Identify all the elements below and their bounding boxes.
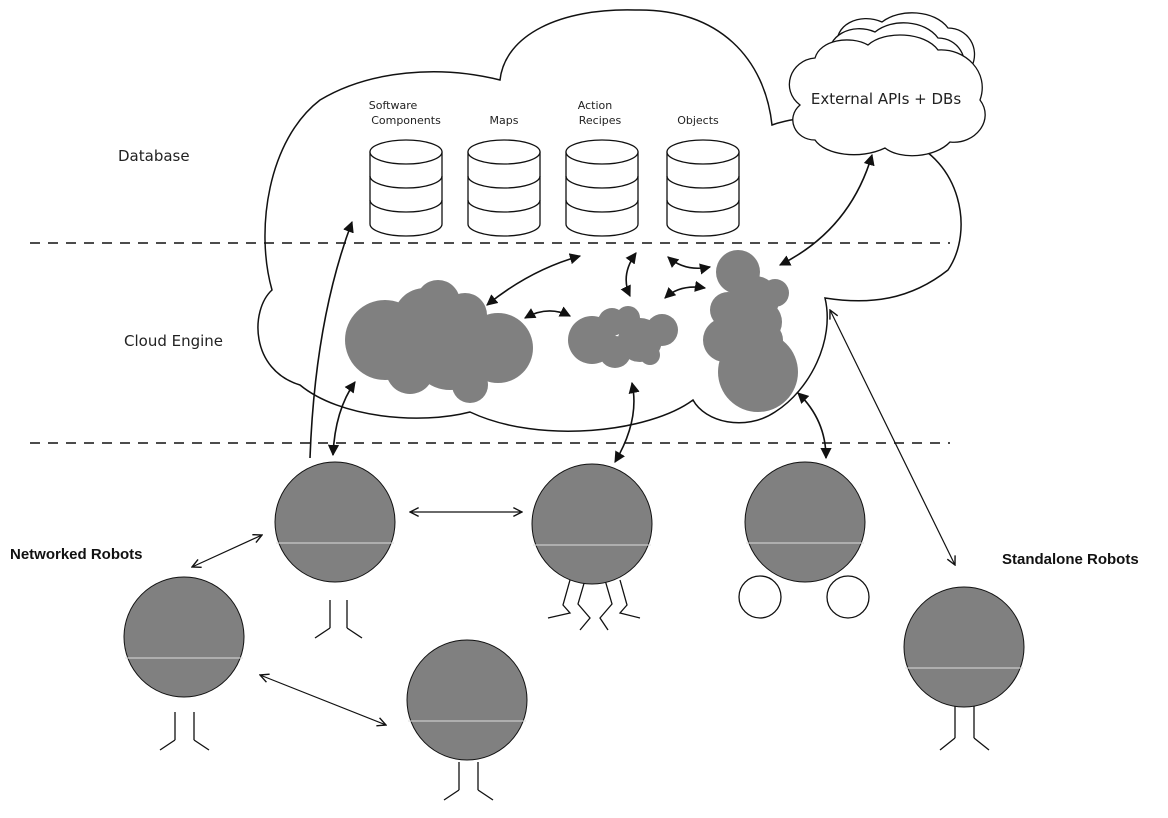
arrow-robot-engine bbox=[614, 381, 640, 463]
cloud-engine-layer-label: Cloud Engine bbox=[124, 332, 223, 350]
networked-robots-label: Networked Robots bbox=[10, 546, 143, 563]
arrow-engine-engine bbox=[667, 256, 712, 275]
engine-blob-large bbox=[345, 280, 533, 403]
db-label-line1: Maps bbox=[490, 114, 519, 127]
db-label-line2: Recipes bbox=[579, 114, 622, 127]
robot-networked-1 bbox=[274, 461, 396, 639]
arrow-engine-db bbox=[620, 252, 637, 298]
database-cylinder-icon bbox=[666, 139, 740, 237]
database-layer-label: Database bbox=[118, 147, 190, 165]
arrow-standalone-cloud bbox=[830, 310, 955, 565]
database-cylinder-icon bbox=[369, 139, 443, 237]
arrow-engine-external bbox=[778, 153, 875, 266]
db-labels: Software Components Maps Action Recipes … bbox=[369, 99, 719, 127]
arrow-robot-robot bbox=[260, 675, 386, 725]
robot-standalone bbox=[903, 586, 1025, 751]
database-cylinder-icon bbox=[467, 139, 541, 237]
arrow-robot-engine bbox=[797, 392, 832, 460]
standalone-robots-label: Standalone Robots bbox=[1002, 551, 1139, 568]
database-icons bbox=[369, 139, 740, 237]
arrow-robot-db bbox=[309, 220, 354, 459]
arrow-robot-engine bbox=[327, 381, 356, 457]
robot-wheeled bbox=[738, 461, 870, 619]
database-cylinder-icon bbox=[565, 139, 639, 237]
engine-blob-tall bbox=[703, 250, 798, 412]
engine-blob-medium bbox=[568, 306, 678, 368]
arrow-engine-engine bbox=[524, 306, 572, 319]
db-label-line1: Objects bbox=[677, 114, 719, 127]
arrow-engine-db bbox=[486, 253, 582, 306]
engine-arrows bbox=[309, 153, 875, 463]
db-label-line2: Components bbox=[371, 114, 441, 127]
robot-arrows bbox=[192, 310, 955, 725]
db-label-line1: Software bbox=[369, 99, 418, 112]
external-cloud bbox=[788, 12, 986, 157]
robot-networked-3 bbox=[406, 639, 528, 801]
db-label-line1: Action bbox=[578, 99, 612, 112]
arrow-robot-robot bbox=[192, 535, 262, 567]
external-apis-label: External APIs + DBs bbox=[811, 90, 961, 108]
robot-walker bbox=[531, 463, 653, 631]
arrow-engine-engine bbox=[664, 280, 707, 299]
robot-networked-2 bbox=[123, 576, 245, 751]
